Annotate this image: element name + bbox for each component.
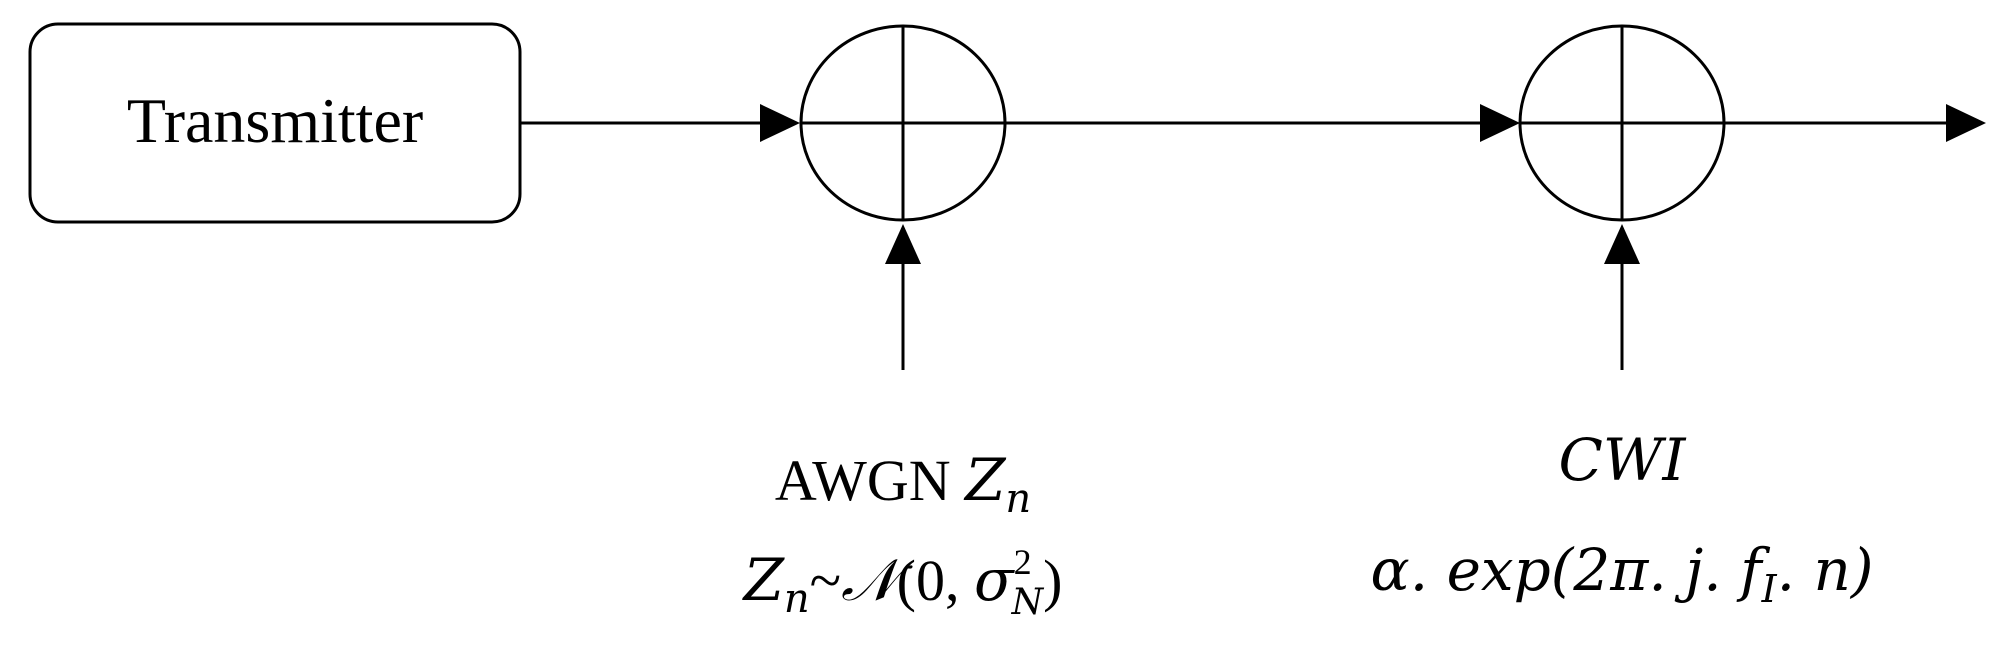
transmitter-label: Transmitter (127, 85, 423, 156)
cwi-summer (1518, 24, 1726, 222)
cwi-label-line1: CWI (1559, 426, 1687, 494)
awgn-summer (799, 24, 1007, 222)
transmitter-block: Transmitter (28, 22, 522, 224)
cwi-label: CWI α. exp(2π. j. fI. n) (1371, 426, 1874, 611)
output-arrow (1724, 104, 1986, 142)
cwi-input-arrow (1604, 224, 1640, 370)
signal-arrow-1 (520, 104, 800, 142)
signal-arrow-2 (1005, 104, 1520, 142)
cwi-label-line2: α. exp(2π. j. fI. n) (1371, 536, 1874, 611)
awgn-input-arrow (885, 224, 921, 370)
awgn-label-line1: AWGN Zn (775, 446, 1031, 522)
